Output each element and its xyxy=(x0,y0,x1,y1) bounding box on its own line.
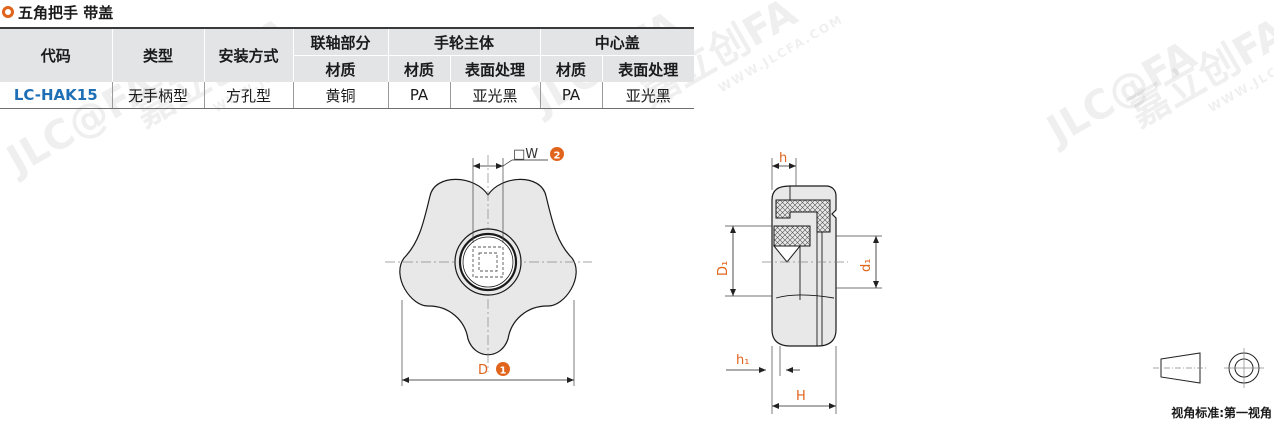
dim-label-d1: d₁ xyxy=(859,259,874,272)
cell-body-surface: 亚光黑 xyxy=(449,82,541,109)
header-mounting: 安装方式 xyxy=(203,27,294,82)
header-body-surface: 表面处理 xyxy=(449,55,541,82)
header-type: 类型 xyxy=(111,27,205,82)
product-title-text: 五角把手 带盖 xyxy=(18,3,114,22)
cell-code[interactable]: LC-HAK15 xyxy=(0,82,113,109)
front-view: □W 2 D 1 xyxy=(385,147,592,386)
spec-table: 代码 类型 安装方式 联轴部分 手轮主体 中心盖 材质 材质 表面处理 材质 表… xyxy=(0,27,694,109)
cell-mounting: 方孔型 xyxy=(203,82,294,109)
projection-label: 视角标准:第一视角 xyxy=(1171,405,1272,420)
marker-d: 1 xyxy=(500,366,507,377)
cell-cap-surface: 亚光黑 xyxy=(601,82,694,109)
header-body-material: 材质 xyxy=(387,55,451,82)
dim-label-h1: h₁ xyxy=(736,353,749,368)
cell-type: 无手柄型 xyxy=(111,82,205,109)
header-code: 代码 xyxy=(0,27,113,82)
dim-label-h: h xyxy=(779,151,787,166)
projection-cone-icon xyxy=(1160,352,1201,384)
header-shaft-material: 材质 xyxy=(293,55,389,82)
cell-cap-material: PA xyxy=(539,82,603,109)
marker-w-badge xyxy=(550,147,564,161)
hub-inner xyxy=(462,236,514,288)
dim-label-d: D xyxy=(478,363,488,378)
marker-d-badge xyxy=(496,362,510,376)
marker-w: 2 xyxy=(554,151,561,162)
mid-hatch xyxy=(773,225,811,247)
projection-symbol: 视角标准:第一视角 xyxy=(1153,348,1272,420)
header-center-cap: 中心盖 xyxy=(539,27,694,56)
dim-label-D1: D₁ xyxy=(716,261,731,276)
header-shaft-connection: 联轴部分 xyxy=(292,27,389,56)
table-row: LC-HAK15 无手柄型 方孔型 黄铜 PA 亚光黑 PA 亚光黑 xyxy=(0,82,694,109)
side-view: h D₁ d₁ h₁ H xyxy=(716,151,882,414)
header-cap-surface: 表面处理 xyxy=(601,55,694,82)
square-hole-outer xyxy=(472,246,504,278)
circle-bullet-icon xyxy=(2,6,14,18)
product-title: 五角把手 带盖 xyxy=(2,2,113,22)
dim-label-w: □W xyxy=(513,147,538,162)
cap-wedge xyxy=(772,245,802,263)
dim-label-H: H xyxy=(796,389,806,404)
cell-shaft-material: 黄铜 xyxy=(292,82,389,109)
square-hole-inner xyxy=(478,252,498,272)
header-handwheel-body: 手轮主体 xyxy=(387,27,541,56)
upper-hatch xyxy=(775,199,831,233)
